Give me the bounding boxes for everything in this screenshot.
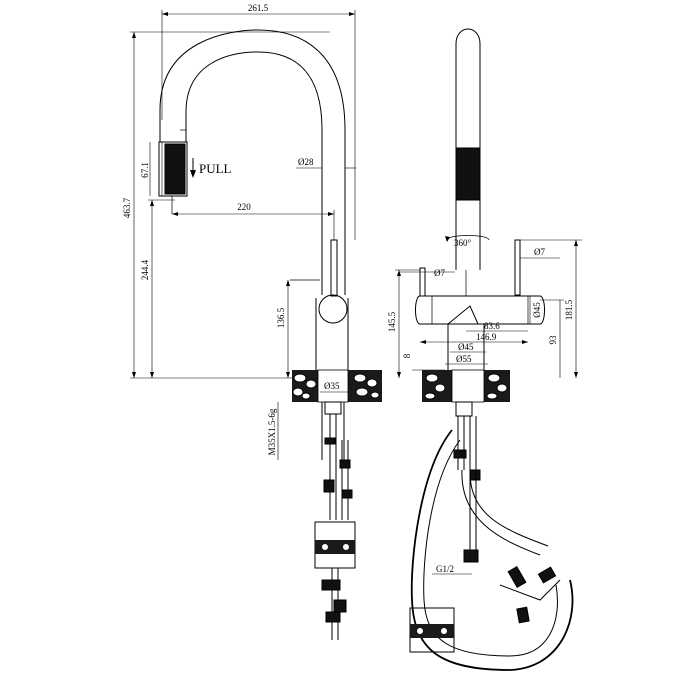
- base-to-body-dimension: 93: [540, 299, 564, 378]
- spout-outer: [159, 29, 346, 295]
- countertop-front: [292, 369, 382, 403]
- side-view: 360° Ø7 Ø7 Ø45: [387, 28, 582, 671]
- side-height-left-label: 145.5: [387, 311, 397, 332]
- reach-label: 220: [237, 202, 251, 212]
- base-height-dimension: 8 Ø55: [402, 353, 488, 371]
- spout-height-dimension: 244.4: [140, 199, 175, 378]
- mount-hole-dimension: Ø35: [320, 381, 348, 393]
- hose-loop-inner: [423, 439, 558, 657]
- pull-head-length-label: 67.1: [140, 162, 150, 178]
- side-height-right-dimension: 181.5: [520, 239, 582, 378]
- side-hoses: G1/2: [409, 401, 574, 671]
- lever-diameter-left-dimension: Ø7: [400, 268, 455, 278]
- side-lever-right: [514, 239, 521, 296]
- spout-height-label: 244.4: [140, 259, 150, 280]
- pull-label: PULL: [199, 161, 232, 176]
- spout-diameter-label: Ø28: [298, 157, 314, 167]
- overall-height-dimension: 463.7: [122, 31, 330, 379]
- lever-diameter-right-label: Ø7: [534, 247, 545, 257]
- side-height-right-label: 181.5: [564, 299, 574, 320]
- overall-width-dimension: 261.5: [161, 3, 356, 240]
- lever-diameter-left-label: Ø7: [434, 268, 445, 278]
- hose-branch: [461, 469, 541, 556]
- inlet-thread-label: G1/2: [436, 564, 454, 574]
- side-pull-head-band: [455, 147, 481, 201]
- front-hoses: [314, 401, 356, 640]
- body-length-a-label: 83.6: [484, 321, 500, 331]
- side-height-left-dimension: 145.5: [387, 269, 420, 378]
- side-body: [415, 270, 545, 325]
- lever-height-dimension: 136.5: [276, 280, 290, 378]
- spout-diameter-dimension: Ø28: [296, 157, 356, 169]
- mount-hole-label: Ø35: [324, 381, 340, 391]
- side-spout: [455, 28, 481, 270]
- rotation-label: 360°: [454, 238, 472, 248]
- base-to-body-label: 93: [548, 335, 558, 345]
- thread-dimension: M35X1.5-6g: [267, 402, 279, 460]
- thread-label: M35X1.5-6g: [267, 408, 277, 455]
- countertop-side: [422, 369, 510, 403]
- body-diameter-dimension: Ø45: [529, 296, 542, 324]
- faucet-body: [290, 279, 349, 379]
- pull-indicator: PULL: [190, 158, 232, 178]
- body-length-dimensions: 83.6 146.9 Ø45: [420, 321, 528, 353]
- base-height-label: 8: [402, 353, 412, 358]
- reach-dimension: 220: [172, 202, 335, 240]
- overall-height-label: 463.7: [122, 197, 132, 218]
- base-diameter-label: Ø55: [456, 354, 472, 364]
- pull-head: 67.1: [140, 129, 188, 214]
- spout-inner: [185, 51, 323, 295]
- body-diameter-label: Ø45: [532, 302, 542, 318]
- front-view: 261.5 463.7 244.4 6: [122, 3, 382, 640]
- body-base-label: Ø45: [458, 342, 474, 352]
- lever-diameter-right-dimension: Ø7: [520, 247, 560, 259]
- hose-loop-outer: [410, 429, 574, 671]
- overall-width-label: 261.5: [248, 3, 269, 13]
- lever-height-label: 136.5: [276, 307, 286, 328]
- body-length-b-label: 146.9: [476, 332, 497, 342]
- lever-handle: [330, 239, 338, 297]
